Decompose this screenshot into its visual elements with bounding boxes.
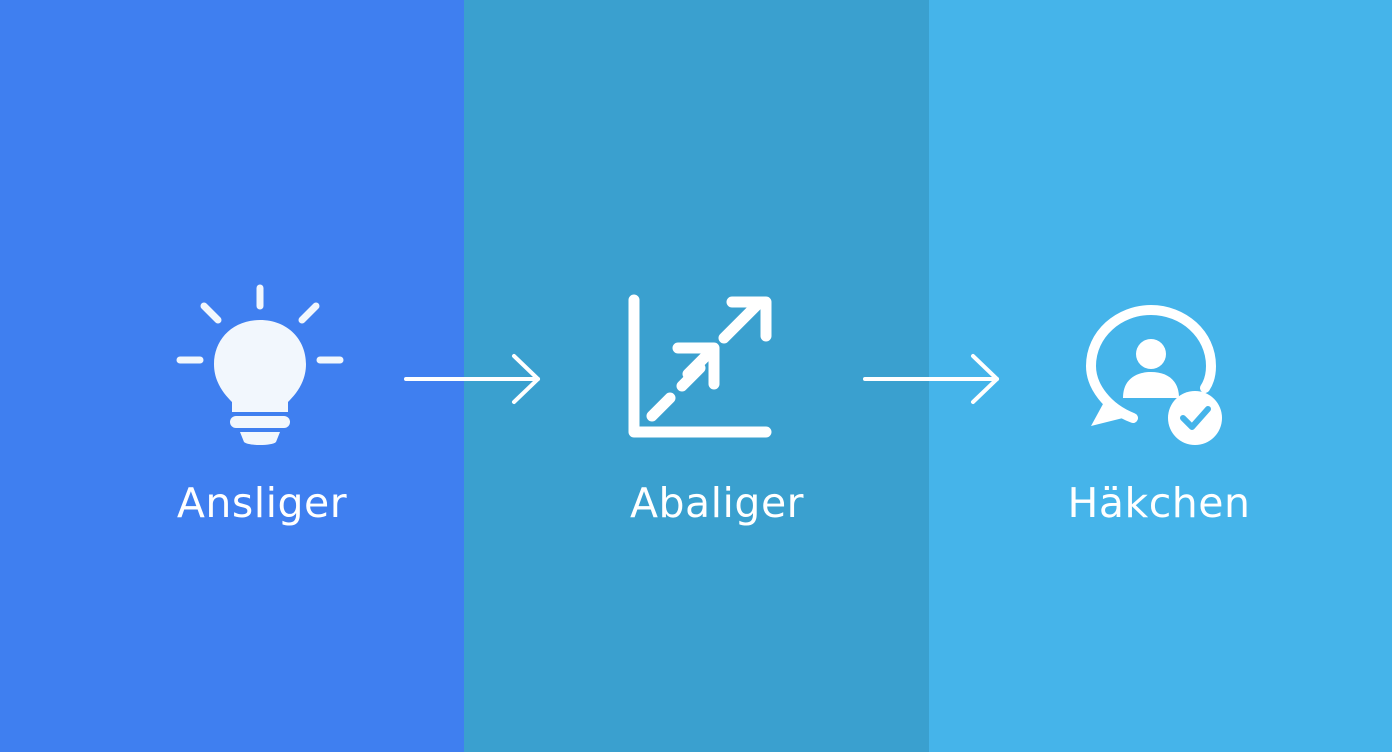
step-panel-haekchen: Häkchen — [929, 0, 1392, 752]
growth-chart-icon — [628, 294, 772, 438]
arrow-right-icon — [863, 354, 999, 404]
user-chat-check-icon — [1085, 304, 1222, 445]
step-panel-abaliger: Abaliger — [464, 0, 929, 752]
lightbulb-icon — [176, 284, 344, 445]
step-label: Häkchen — [1067, 479, 1251, 527]
step-label: Abaliger — [629, 479, 805, 527]
arrow-right-icon — [404, 354, 540, 404]
step-panel-ansliger: Ansliger — [0, 0, 464, 752]
step-label: Ansliger — [176, 479, 348, 527]
